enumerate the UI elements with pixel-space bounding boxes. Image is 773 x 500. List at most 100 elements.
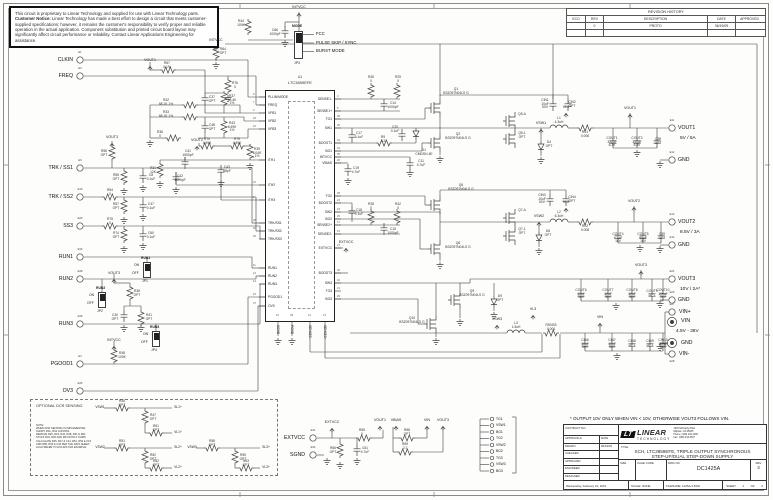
ground-symbol [636,244,644,252]
drawing-number: DC1425A [696,466,721,472]
jumper-off-label: OFF [132,271,139,275]
company-name-2: TECHNOLOGY [637,436,671,441]
component-ref: CIN2 [568,100,576,104]
C48-capacitor-symbol [201,120,209,134]
terminal-label-SS3: SS3 [63,222,73,229]
net-flag-arrow [627,113,633,119]
component-ref: Q1 [453,87,459,91]
R55-resistor-symbol [120,168,128,186]
component-ref: C18 [355,208,363,212]
ic-pin-TG3: TG3 [325,289,332,293]
rev-value: 3 [757,465,760,470]
component-value: OPT [646,342,654,347]
component-ref: R67 [163,61,171,65]
component-ref: R58 [208,439,216,443]
ground-symbol [656,300,664,308]
net-flag-arrow [109,142,115,148]
component-value: 0 [397,78,399,83]
ic-pin-number: 9 [253,92,255,96]
component-value: 4.7uF 16V [613,235,623,244]
approvals-label: APPROVALS [564,436,600,443]
component-value: 0 [159,133,161,138]
net-flag-VOUT3: VOUT3 [437,418,449,422]
C60-capacitor-symbol [139,228,147,242]
component-value: OPT [329,449,337,454]
component-value: 6.49K 1% [227,124,237,133]
D1-diode-symbol [412,127,420,141]
ic-part-number: LTC3859EFE [288,80,312,85]
ic-pin-number: 16 [253,180,256,184]
ground-symbol [120,324,128,332]
component-ref: Q8 [455,241,461,245]
component-ref: R70 [203,137,211,141]
component-value: 4.7uF [416,162,426,167]
R44-resistor-symbol [244,18,252,36]
component-ref: CIN9 [646,339,654,343]
R28-resistor-symbol [367,208,375,226]
component-value: OPT [149,416,157,421]
component-value: OPT [118,442,126,447]
terminal-ref: E39 [77,314,83,318]
sheet-of-label: OF [750,483,755,488]
component-ref: COUT5 [637,232,649,236]
component-ref: COUT2 [631,136,643,140]
component-value: 4.7uF [351,169,361,174]
component-value: OPT [658,235,666,240]
component-value: OPT [112,176,120,181]
component-ref: RS2 [581,224,589,228]
terminal-OV3 [76,387,84,395]
net-flag-arrow [377,425,383,431]
C19-capacitor-symbol [344,163,352,177]
component-value: 68.1K 1% [158,113,174,118]
net-flag-EXTVCC: EXTVCC [324,420,340,424]
component-value: 0 [109,220,111,225]
terminal-FREQ [76,72,84,80]
dcr-sensing-note: NOTE: WHEN DCR SENSING IS IMPLEMENTED, S… [36,424,92,449]
rev-col-APPROVED: APPROVED [735,16,763,22]
jumper-title: RUN3 [150,324,160,329]
testpoint-label: TG3 [496,455,503,460]
ic-pin-RUN1: RUN1 [268,266,277,270]
component-value: OPT [545,143,553,148]
Q7A-mosfet-symbol [502,208,516,228]
component-ref: C8 [148,173,154,177]
component-value: OPT [100,152,108,157]
ic-pin-number: 13 [253,271,256,275]
net-flag-VOUT1: VOUT1 [374,418,386,422]
size-label: SIZE [619,460,636,480]
component-value: 100uF 50V [658,291,668,300]
component-ref: L2 [557,210,561,214]
component-value: 0 [234,84,236,89]
ic-pin-number: 32 [337,278,340,282]
terminal-label-RUN3: RUN3 [58,320,73,327]
component-Q7-A: Q7-A [518,208,526,213]
output-spec-VOUT3: 10V / 2A* [680,287,701,292]
net-flag-VL3: VL3 [529,307,537,311]
jumper-JP2 [98,292,106,308]
component-value: CMDSH-4E [415,151,433,156]
ic-pin-number: 36 [337,123,340,127]
component-ref: R43 [228,121,236,125]
ic-pin-number: 20 [253,226,256,230]
Q9-mosfet-symbol [447,290,461,310]
L2-inductor-symbol [549,218,569,223]
C66-capacitor-symbol [281,25,289,39]
terminal-ref: E30 [77,247,83,251]
ground-symbol [406,169,414,177]
print-date: Wednesday, February 10, 2010 [564,481,629,490]
net-flag-arrow [194,145,200,151]
